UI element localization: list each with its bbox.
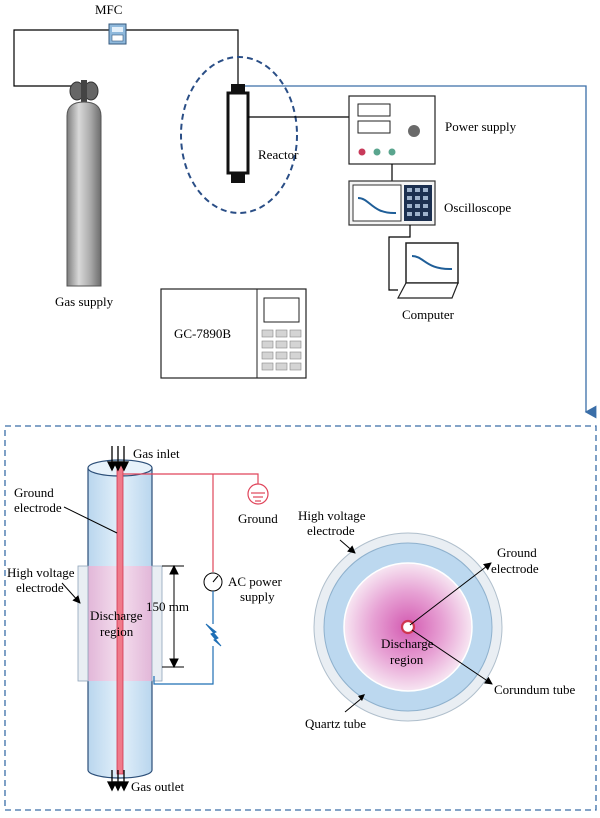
quartz-tube-label: Quartz tube	[305, 716, 366, 731]
ground-label: Ground	[238, 511, 278, 526]
gc-label: GC-7890B	[174, 326, 231, 341]
hv-electrode-label-line1: High voltage	[7, 565, 75, 580]
cross-section-view	[313, 532, 503, 722]
hv-electrode-label-line2: electrode	[16, 580, 64, 595]
reactor-icon	[226, 84, 250, 183]
computer-label: Computer	[402, 307, 455, 322]
power-supply-icon	[348, 95, 436, 165]
gas-line	[13, 29, 239, 87]
gc-instrument-icon	[160, 288, 307, 379]
detail-panel	[4, 425, 597, 811]
gas-outlet-arrows-icon	[106, 770, 130, 792]
power-supply-label: Power supply	[445, 119, 517, 134]
cross-ground-label-line1: Ground	[497, 545, 537, 560]
gas-inlet-label: Gas inlet	[133, 446, 180, 461]
discharge-region-label-line1: Discharge	[90, 608, 143, 623]
mfc-icon	[108, 23, 127, 45]
reactor-highlight	[180, 56, 298, 214]
computer-icon	[397, 242, 459, 299]
blue-connector-arrow	[245, 85, 597, 419]
discharge-region-label-line2: region	[100, 624, 134, 639]
cross-hv-label-line2: electrode	[307, 523, 355, 538]
ac-power-label-line1: AC power	[228, 574, 282, 589]
hv-lightning-icon	[205, 623, 222, 647]
cross-discharge-label-line1: Discharge	[381, 636, 434, 651]
cross-discharge-label-line2: region	[390, 652, 424, 667]
ground-electrode-label-line1: Ground	[14, 485, 54, 500]
reactor-label: Reactor	[258, 147, 299, 162]
oscilloscope-label: Oscilloscope	[444, 200, 511, 215]
oscilloscope-icon	[348, 180, 436, 226]
ac-meter-icon	[203, 572, 223, 592]
length-label: 150 mm	[146, 599, 189, 614]
ground-symbol-icon	[247, 483, 269, 505]
gas-inlet-arrows-icon	[106, 446, 130, 472]
gas-outlet-label: Gas outlet	[131, 779, 184, 794]
ac-power-label-line2: supply	[240, 589, 275, 604]
hv-wire	[153, 646, 214, 685]
gas-cylinder-icon	[66, 80, 102, 287]
cross-ground-label-line2: electrode	[491, 561, 539, 576]
length-dimension	[162, 564, 184, 669]
corundum-tube-label: Corundum tube	[494, 682, 575, 697]
cross-hv-label-line1: High voltage	[298, 508, 366, 523]
ground-electrode-label-line2: electrode	[14, 500, 62, 515]
gas-supply-label: Gas supply	[55, 294, 114, 309]
mfc-label: MFC	[95, 2, 122, 17]
